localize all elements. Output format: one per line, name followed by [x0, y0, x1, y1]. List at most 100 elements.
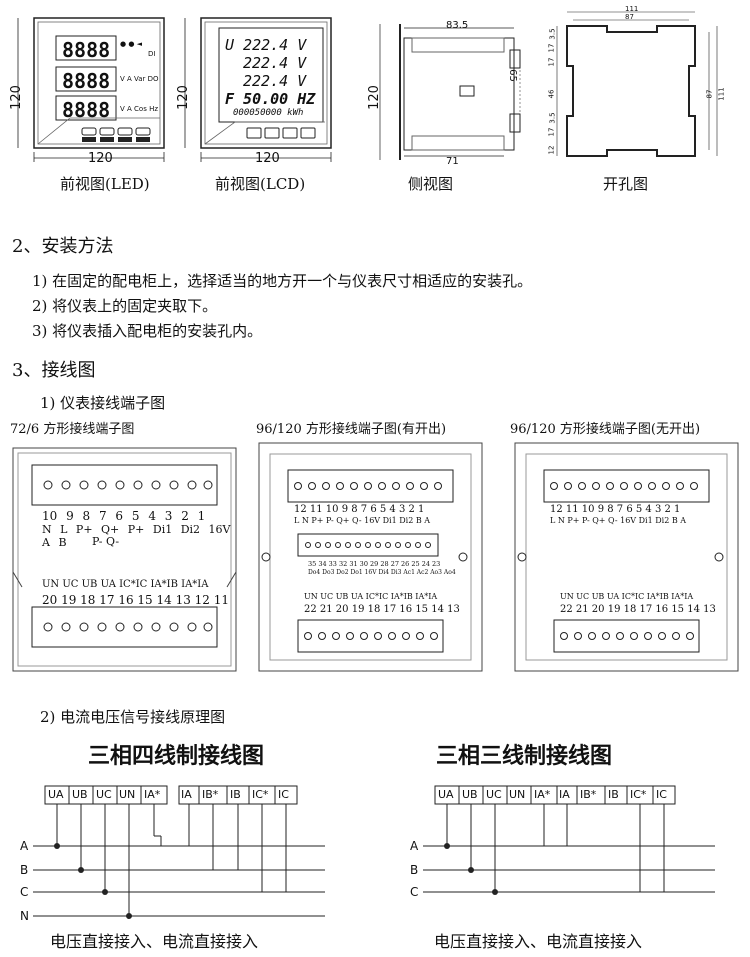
section2-step-2: 2) 将仪表上的固定夹取下。 [32, 297, 218, 315]
front-view-lcd-drawing [184, 17, 332, 162]
d2-terminal-ib: IB [608, 788, 619, 801]
diagram2-title: 三相三线制接线图 [436, 744, 613, 769]
cutout-view: 111 87 87 111 3.5 17 17 46 3.5 17 12 开孔图 [545, 4, 745, 195]
cutout-left-dim-7: 12 [547, 145, 556, 155]
d2-terminal-ib-star: IB* [580, 788, 597, 801]
d2-terminal-ia-star: IA* [534, 788, 551, 801]
panel3-top-labels: L N P+ P- Q+ Q- 16V Di1 Di2 B A [550, 516, 687, 525]
d1-terminal-ib-star: IB* [202, 788, 219, 801]
cutout-left-dim-1: 3.5 [548, 28, 557, 40]
lcd-row-2: 222.4 V [243, 54, 307, 72]
lcd-caption: 前视图(LCD) [215, 175, 306, 193]
diagram1-title: 三相四线制接线图 [88, 744, 265, 769]
panel1-bot-labels: UN UC UB UA IC*IC IA*IB IA*IA [42, 579, 209, 590]
d1-line-b: B [20, 863, 29, 877]
panel1-top-labels: N L P+ Q+ P+ Di1 Di2 16V A B [42, 523, 231, 549]
terminal-panel-96-no-output-frame [514, 442, 739, 672]
led-indicator-row2: V A Var DO [120, 75, 159, 83]
cutout-top-inner-dim: 87 [625, 13, 634, 21]
d2-line-c: C [410, 885, 419, 899]
diagram1-footer: 电压直接接入、电流直接接入 [50, 932, 259, 951]
d1-terminal-ua: UA [48, 788, 64, 801]
lcd-height-dim: 120 [175, 85, 191, 110]
d2-terminal-ic-star: IC* [630, 788, 647, 801]
side-view: 83.5 71 65 120 侧视图 [360, 10, 530, 195]
d2-terminal-ua: UA [438, 788, 454, 801]
cutout-left-dim-3: 17 [547, 57, 556, 67]
terminal-panel-72-frame [12, 447, 237, 672]
lcd-width-dim: 120 [255, 151, 280, 166]
lcd-row-3: 222.4 V [243, 72, 307, 90]
d2-line-a: A [410, 839, 419, 853]
led-indicator-row1b: DI [148, 50, 156, 58]
d2-line-b: B [410, 863, 419, 877]
cutout-top-outer-dim: 111 [625, 5, 639, 13]
led-caption: 前视图(LED) [60, 175, 150, 193]
cutout-left-dim-4: 46 [547, 89, 556, 99]
cutout-left-dim-2: 17 [547, 43, 556, 53]
d2-terminal-ic: IC [656, 788, 667, 801]
panel2-bot-labels: UN UC UB UA IC*IC IA*IB IA*IA [304, 592, 438, 601]
section2-step-1: 1) 在固定的配电柜上，选择适当的地方开一个与仪表尺寸相适应的安装孔。 [32, 272, 533, 290]
cutout-left-dim-6: 17 [547, 127, 556, 137]
led-indicator-row3: V A Cos Hz [120, 105, 159, 113]
d1-terminal-un: UN [119, 788, 136, 801]
diagram-3p3w-wiring [423, 785, 715, 895]
panel2-mid-nums: 35 34 33 32 31 30 29 28 27 26 25 24 23 [308, 560, 441, 568]
section3-heading: 3、接线图 [12, 360, 96, 381]
panel3-bot-labels: UN UC UB UA IC*IC IA*IB IA*IA [560, 592, 694, 601]
cutout-right-outer-dim: 111 [717, 87, 726, 101]
diagram-3p3w: UA UB UC UN IA* IA IB* IB IC* IC A B C [405, 782, 725, 922]
panel2-title: 96/120 方形接线端子图(有开出) [256, 422, 447, 437]
front-view-led-drawing [17, 17, 165, 162]
panel3-top-nums: 12 11 10 9 8 7 6 5 4 3 2 1 [550, 504, 681, 515]
diagram-3p4w-wiring [33, 785, 325, 919]
d2-terminal-ia: IA [559, 788, 570, 801]
d2-terminal-un: UN [509, 788, 526, 801]
side-right-dim: 65 [506, 69, 518, 82]
side-caption: 侧视图 [408, 175, 454, 193]
section2-heading: 2、安装方法 [12, 236, 114, 257]
led-digits-2: 8888 [62, 69, 111, 93]
panel1-top-nums: 10 9 8 7 6 5 4 3 2 1 [42, 509, 206, 523]
led-height-dim: 120 [8, 85, 24, 110]
panel3-title: 96/120 方形接线端子图(无开出) [510, 422, 701, 437]
d1-terminal-ub: UB [72, 788, 88, 801]
section3-sub2: 2) 电流电压信号接线原理图 [40, 708, 226, 726]
panel1-bot-nums: 20 19 18 17 16 15 14 13 12 11 [42, 593, 230, 607]
side-height-dim: 120 [366, 85, 382, 110]
diagram-3p4w: UA UB UC UN IA* IA IB* IB IC* IC A B C N [15, 782, 335, 923]
d1-line-a: A [20, 839, 29, 853]
led-digits-3: 8888 [62, 98, 111, 122]
d1-terminal-ia-star: IA* [144, 788, 161, 801]
side-bottom-dim: 71 [446, 156, 459, 167]
section2-step-3: 3) 将仪表插入配电柜的安装孔内。 [32, 322, 263, 340]
d1-terminal-ic: IC [278, 788, 289, 801]
lcd-row-5: 000050000 kWh [233, 108, 304, 118]
d1-terminal-ic-star: IC* [252, 788, 269, 801]
terminal-panel-72: 10 9 8 7 6 5 4 3 2 1 N L P+ Q+ P+ Di1 Di… [12, 447, 237, 672]
d1-terminal-uc: UC [96, 788, 112, 801]
d1-line-c: C [20, 885, 29, 899]
terminal-panel-96-with-output-frame [258, 442, 483, 672]
cutout-caption: 开孔图 [603, 175, 649, 193]
panel1-title: 72/6 方形接线端子图 [10, 422, 135, 437]
side-top-dim: 83.5 [446, 20, 469, 31]
panel3-bot-nums: 22 21 20 19 18 17 16 15 14 13 [560, 604, 716, 615]
d2-terminal-uc: UC [486, 788, 502, 801]
led-indicator-row1: ● ● ◄ [120, 40, 143, 48]
panel2-top-labels: L N P+ P- Q+ Q- 16V Di1 Di2 B A [294, 516, 431, 525]
front-view-lcd: U 222.4 V 222.4 V 222.4 V F 50.00 HZ 000… [175, 10, 335, 195]
cutout-left-dim-5: 3.5 [548, 112, 557, 124]
side-view-drawing [379, 24, 521, 160]
led-digits-1: 8888 [62, 38, 111, 62]
panel1-top-labels2: P- Q- [92, 535, 120, 548]
panel2-top-nums: 12 11 10 9 8 7 6 5 4 3 2 1 [294, 504, 425, 515]
terminal-panel-96-with-output: 12 11 10 9 8 7 6 5 4 3 2 1 L N P+ P- Q+ … [258, 442, 483, 672]
cutout-view-drawing [556, 11, 718, 157]
terminal-panel-96-no-output: 12 11 10 9 8 7 6 5 4 3 2 1 L N P+ P- Q+ … [514, 442, 739, 672]
panel2-mid-labels: Do4 Do3 Do2 Do1 16V Di4 Di3 Ac1 Ac2 Ao3 … [308, 569, 456, 576]
lcd-row-1: U 222.4 V [225, 36, 307, 54]
diagram2-footer: 电压直接接入、电流直接接入 [434, 932, 643, 951]
front-view-led: 8888 8888 8888 ● ● ◄ DI V A Var DO V A C… [8, 10, 170, 195]
